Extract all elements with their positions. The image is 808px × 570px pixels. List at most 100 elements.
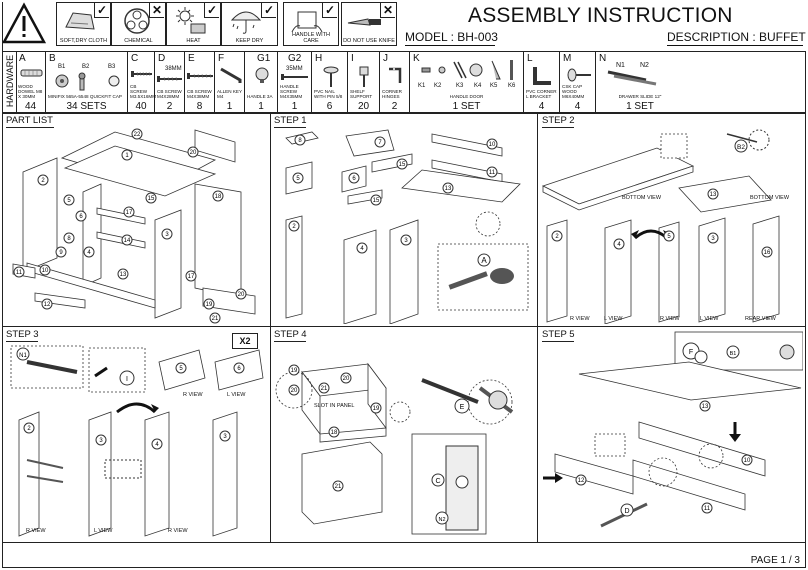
view-label: REAR VIEW — [745, 316, 776, 322]
cloth-icon — [65, 12, 95, 30]
svg-text:19: 19 — [373, 406, 380, 412]
page-number: PAGE 1 / 3 — [750, 555, 800, 566]
hardware-item-m: M CSK CAP WOOD M6X40MM 4 — [560, 52, 596, 112]
view-label: L VIEW — [700, 316, 719, 322]
care-caption: CHEMICAL — [124, 38, 153, 44]
svg-text:N2: N2 — [438, 517, 445, 523]
svg-text:A: A — [481, 256, 487, 265]
cross-mark: ✕ — [149, 3, 164, 18]
dowel-icon — [20, 69, 43, 77]
hardware-item-h: H PVC NAIL WITH PIN 5/8 6 — [312, 52, 348, 112]
view-label: R VIEW — [168, 528, 188, 534]
svg-text:22: 22 — [134, 132, 141, 138]
svg-text:2: 2 — [41, 178, 45, 184]
svg-text:20: 20 — [238, 292, 245, 298]
svg-text:13: 13 — [445, 186, 452, 192]
minifix-icon — [55, 72, 120, 91]
hardware-item-c: C CB SCREW M3.5X16MM 40 — [130, 52, 157, 112]
svg-text:4: 4 — [360, 246, 364, 252]
screw-icon — [281, 74, 308, 80]
hardware-side-label: HARDWARE — [3, 52, 17, 112]
hinge-icon — [389, 67, 402, 83]
screw-icon — [131, 71, 152, 77]
hardware-item-k: K K1 K2 K3 K4 K5 K6 HANDLE DOOR 1 SET — [410, 52, 524, 112]
svg-text:2: 2 — [555, 234, 559, 240]
svg-text:13: 13 — [710, 192, 717, 198]
svg-text:21: 21 — [335, 484, 342, 490]
svg-text:2: 2 — [27, 426, 31, 432]
svg-text:C: C — [435, 478, 440, 485]
door-handle-set-icon — [421, 60, 513, 80]
view-label: R VIEW — [26, 528, 46, 534]
description-underline — [667, 45, 803, 46]
section-title-part-list: PART LIST — [6, 115, 53, 126]
svg-text:17: 17 — [188, 274, 195, 280]
hardware-item-f: F ALLEN KEY M4 1 — [215, 52, 245, 112]
svg-text:5: 5 — [667, 234, 671, 240]
svg-text:1: 1 — [125, 153, 129, 159]
hardware-item-e: E CB SCREW M4X38MM 8 — [185, 52, 215, 112]
care-caption: SOFT,DRY CLOTH — [59, 38, 108, 44]
svg-text:4: 4 — [617, 242, 621, 248]
svg-text:E: E — [460, 404, 465, 411]
svg-text:8: 8 — [67, 236, 71, 242]
screw-icon — [157, 76, 182, 82]
slot-in-panel-label: SLOT IN PANEL — [314, 403, 355, 409]
knob-icon — [255, 67, 269, 83]
svg-text:9: 9 — [59, 250, 63, 256]
svg-text:5: 5 — [67, 198, 71, 204]
screw-icon — [187, 73, 213, 79]
care-caption: KEEP DRY — [235, 38, 264, 44]
check-mark: ✓ — [261, 3, 276, 18]
care-caption: DO NOT USE KNIFE — [343, 38, 395, 44]
svg-text:15: 15 — [373, 198, 380, 204]
nail-icon — [323, 66, 339, 87]
svg-text:B2: B2 — [737, 144, 745, 151]
section-title-step1: STEP 1 — [274, 115, 307, 126]
view-label: R VIEW — [660, 316, 680, 322]
svg-text:13: 13 — [702, 404, 709, 410]
svg-text:17: 17 — [126, 210, 133, 216]
hardware-item-i: I SHELF SUPPORT 20 — [348, 52, 380, 112]
care-keep-dry: ✓ KEEP DRY — [221, 2, 278, 46]
svg-text:F: F — [689, 349, 693, 356]
caution-icon — [1, 2, 47, 46]
care-soft-dry-cloth: ✓ SOFT,DRY CLOTH — [56, 2, 111, 46]
allen-key-icon — [220, 67, 242, 83]
step1-illustration: A 8 7 10 5 6 15 11 15 13 2 4 3 — [285, 129, 529, 324]
svg-text:7: 7 — [378, 140, 382, 146]
check-mark: ✓ — [94, 3, 109, 18]
svg-text:21: 21 — [212, 316, 219, 322]
part-list-exploded-view: 22 1 20 2 15 5 18 6 17 8 14 3 9 4 13 11 … — [12, 128, 256, 324]
step3-illustration: N1 I 5 6 2 3 4 3 — [10, 345, 264, 537]
cross-mark: ✕ — [380, 3, 395, 18]
svg-text:8: 8 — [298, 138, 302, 144]
step2-illustration: B2 13 2 4 5 3 16 — [541, 129, 780, 324]
care-heat: ✓ HEAT — [166, 2, 221, 46]
care-caption: HEAT — [186, 38, 201, 44]
knife-icon — [347, 18, 381, 26]
hardware-item-l: L PVC CORNER L BRACKET 4 — [524, 52, 560, 112]
view-label: R VIEW — [570, 316, 590, 322]
care-chemical: ✕ CHEMICAL — [111, 2, 166, 46]
section-title-step5: STEP 5 — [542, 329, 575, 340]
step5-illustration: F B1 D 13 10 12 11 — [543, 331, 803, 528]
care-do-not-use-knife: ✕ DO NOT USE KNIFE — [341, 2, 397, 46]
hardware-item-d: D 38MM CB SCREW M4X28MM 2 — [155, 52, 185, 112]
svg-text:6: 6 — [352, 176, 356, 182]
step4-illustration: E C N2 19 20 20 21 19 18 21 — [275, 362, 514, 535]
check-mark: ✓ — [322, 3, 337, 18]
svg-text:20: 20 — [190, 150, 197, 156]
svg-text:19: 19 — [291, 368, 298, 374]
csk-screw-icon — [567, 68, 591, 82]
svg-text:D: D — [624, 508, 629, 515]
view-label: R VIEW — [183, 392, 203, 398]
svg-text:3: 3 — [165, 232, 169, 238]
svg-text:5: 5 — [179, 366, 183, 372]
page-title: ASSEMBLY INSTRUCTION — [468, 4, 733, 27]
svg-text:10: 10 — [42, 268, 49, 274]
svg-text:10: 10 — [744, 458, 751, 464]
hardware-item-j: J CORNER HINGES 2 — [380, 52, 410, 112]
svg-text:12: 12 — [578, 478, 585, 484]
